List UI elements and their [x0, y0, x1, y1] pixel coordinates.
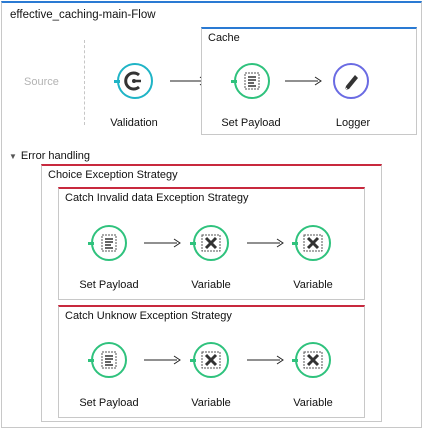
- variable-icon: [303, 234, 323, 252]
- catch2-variable-port-2: [292, 359, 298, 362]
- variable-icon: [201, 351, 221, 369]
- catch-invalid-data-title: Catch Invalid data Exception Strategy: [65, 192, 249, 204]
- catch1-variable-node-1[interactable]: [193, 225, 229, 261]
- logger-node[interactable]: [333, 63, 369, 99]
- catch1-arrow-1: [144, 238, 182, 248]
- catch2-set-payload-port: [88, 359, 94, 362]
- set-payload-icon: [244, 72, 260, 90]
- logger-label: Logger: [335, 117, 371, 129]
- catch1-set-payload-label: Set Payload: [79, 279, 139, 291]
- catch2-set-payload-node[interactable]: [91, 342, 127, 378]
- catch2-variable-port-1: [190, 359, 196, 362]
- catch1-set-payload-port: [88, 242, 94, 245]
- error-handling-label: Error handling: [20, 150, 91, 162]
- catch1-variable-label-1: Variable: [191, 279, 231, 291]
- source-label: Source: [24, 76, 59, 88]
- catch2-variable-node-1[interactable]: [193, 342, 229, 378]
- catch1-arrow-2: [247, 238, 285, 248]
- validation-icon: [124, 71, 141, 91]
- set-payload-icon: [101, 351, 117, 369]
- catch1-variable-label-2: Variable: [293, 279, 333, 291]
- error-handling-toggle[interactable]: ▼Error handling: [9, 150, 90, 162]
- triangle-down-icon: ▼: [9, 152, 17, 161]
- catch1-variable-node-2[interactable]: [295, 225, 331, 261]
- set-payload-icon: [101, 234, 117, 252]
- catch1-variable-port-1: [190, 242, 196, 245]
- catch2-arrow-2: [247, 355, 285, 365]
- set-payload-node[interactable]: [234, 63, 270, 99]
- variable-icon: [303, 351, 323, 369]
- set-payload-label: Set Payload: [221, 117, 281, 129]
- flow-title: effective_caching-main-Flow: [10, 9, 156, 21]
- validation-label: Validation: [110, 117, 158, 129]
- catch2-arrow-1: [144, 355, 182, 365]
- catch-unknow-title: Catch Unknow Exception Strategy: [65, 310, 232, 322]
- catch2-variable-label-1: Variable: [191, 397, 231, 409]
- validation-port: [114, 80, 120, 83]
- catch2-variable-label-2: Variable: [293, 397, 333, 409]
- pencil-icon: [344, 75, 358, 91]
- source-separator: [84, 40, 85, 125]
- arrow-payload-to-logger: [285, 76, 323, 86]
- choice-exception-title: Choice Exception Strategy: [48, 169, 178, 181]
- set-payload-port: [231, 80, 237, 83]
- catch1-set-payload-node[interactable]: [91, 225, 127, 261]
- variable-icon: [201, 234, 221, 252]
- catch1-variable-port-2: [292, 242, 298, 245]
- catch2-variable-node-2[interactable]: [295, 342, 331, 378]
- catch2-set-payload-label: Set Payload: [79, 397, 139, 409]
- cache-scope-title: Cache: [208, 32, 240, 44]
- validation-node[interactable]: [117, 63, 153, 99]
